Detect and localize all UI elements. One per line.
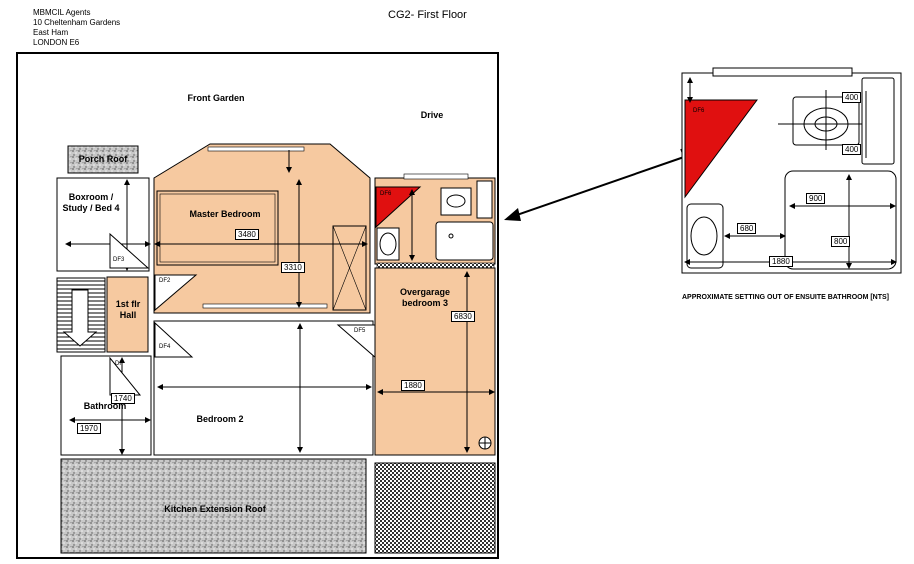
bedroom2-label: Bedroom 2 — [196, 414, 244, 424]
detail-caption: APPROXIMATE SETTING OUT OF ENSUITE BATHR… — [682, 294, 890, 301]
bathroom-depth-dim: 1740 — [111, 393, 135, 404]
address-line: 10 Cheltenham Gardens — [33, 18, 121, 27]
df6-detail-tag: DF6 — [693, 108, 705, 114]
detail-800-dim: 800 — [831, 236, 851, 247]
detail-900-dim: 900 — [806, 193, 826, 204]
df-bath-tag: DF — [115, 361, 123, 367]
address-block: MBMCIL Agents 10 Cheltenham Gardens East… — [33, 8, 120, 48]
detail-1880-dim: 1880 — [769, 256, 793, 267]
master-width-dim: 3480 — [235, 229, 259, 240]
porch-roof — [67, 145, 139, 174]
drive-label: Drive — [420, 110, 444, 120]
front-garden-label: Front Garden — [187, 93, 245, 103]
detail-400-bottom-dim: 400 — [842, 144, 862, 155]
site-boundary — [16, 52, 499, 559]
address-line: LONDON E6 — [33, 38, 80, 47]
df4-tag: DF4 — [159, 344, 171, 350]
bathroom-label: Bathroom — [83, 401, 127, 411]
kitchen-roof-label: Kitchen Extension Roof — [164, 504, 266, 514]
master-bedroom-label: Master Bedroom — [189, 209, 261, 219]
address-line: MBMCIL Agents — [33, 8, 91, 17]
overgarage-bedroom-label: Overgarage bedroom 3 — [399, 287, 451, 308]
address-line: East Ham — [33, 28, 69, 37]
hall-label: 1st flr Hall — [115, 299, 141, 320]
df2-tag: DF2 — [159, 278, 171, 284]
overgarage-depth-dim: 6830 — [451, 311, 475, 322]
detail-400-top-dim: 400 — [842, 92, 862, 103]
master-depth-dim: 3310 — [281, 262, 305, 273]
page-title: CG2- First Floor — [388, 9, 467, 21]
df3-tag: DF3 — [113, 257, 125, 263]
porch-roof-label: Porch Roof — [78, 154, 128, 164]
bathroom-width-dim: 1970 — [77, 423, 101, 434]
overgarage-width-dim: 1880 — [401, 380, 425, 391]
df6-tag: DF6 — [380, 191, 392, 197]
df5-tag: DF5 — [354, 328, 366, 334]
boxroom-label: Boxroom / Study / Bed 4 — [62, 192, 120, 213]
detail-680-dim: 680 — [737, 223, 757, 234]
